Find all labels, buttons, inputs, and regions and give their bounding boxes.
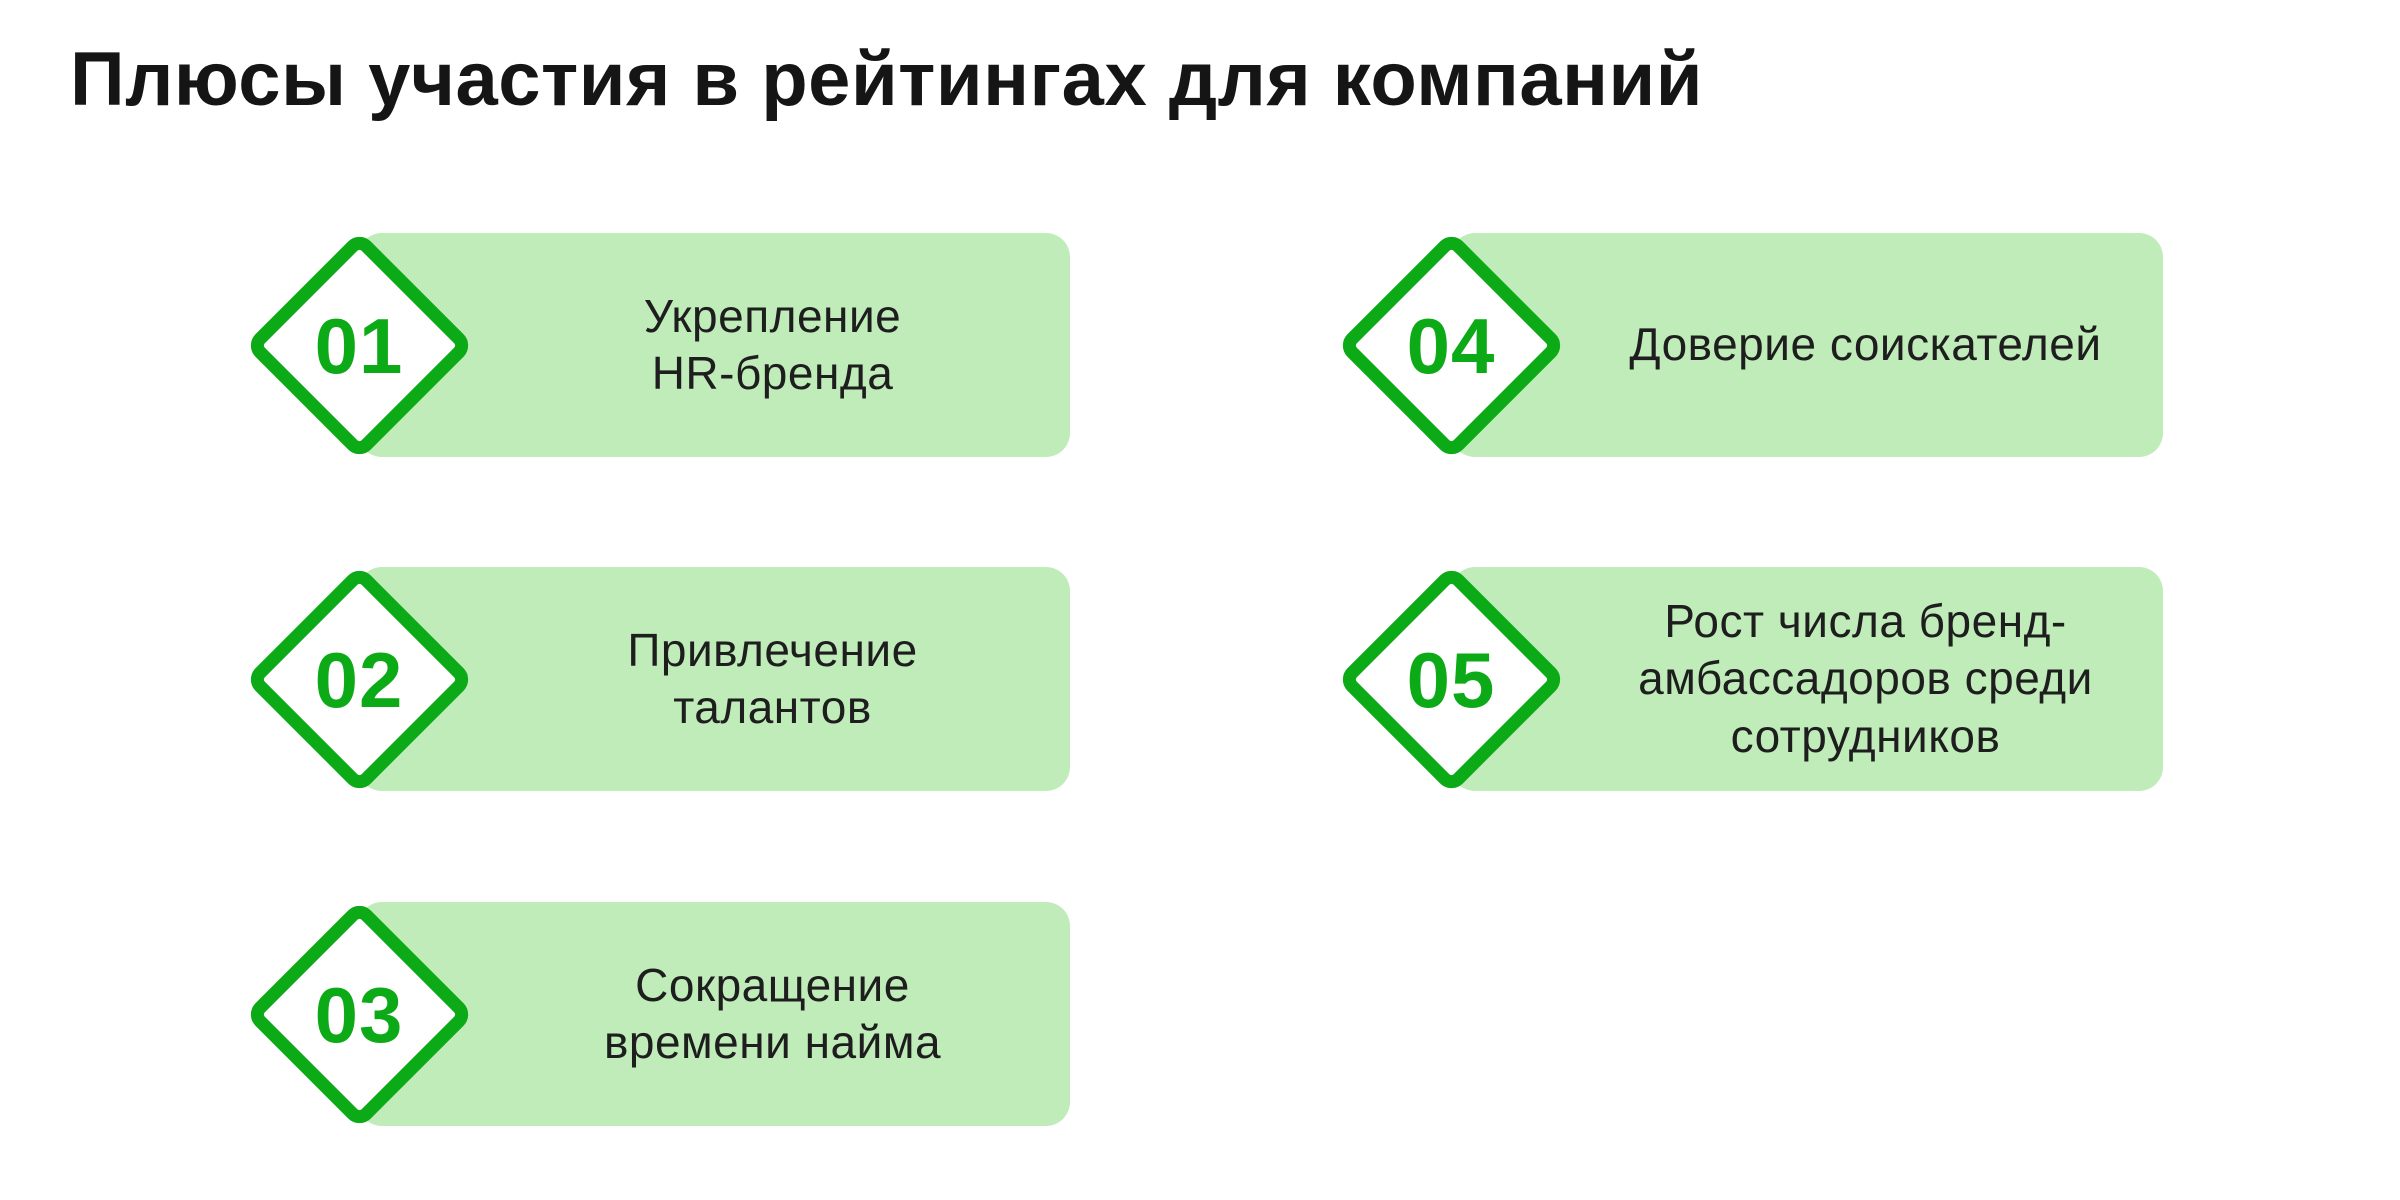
benefit-text-3: Сокращение времени найма xyxy=(603,958,942,1069)
benefit-number-3: 03 xyxy=(315,970,404,1059)
benefit-card-2: Привлечение талантов xyxy=(358,567,1070,791)
benefit-card-1: Укрепление HR-бренда xyxy=(358,233,1070,457)
page-title: Плюсы участия в рейтингах для компаний xyxy=(70,37,1703,122)
benefit-text-2: Привлечение талантов xyxy=(627,623,918,734)
benefit-number-4: 04 xyxy=(1407,301,1496,390)
benefit-card-4: Доверие соискателей xyxy=(1451,233,2163,457)
benefit-number-1: 01 xyxy=(315,301,404,390)
benefit-text-4: Доверие соискателей xyxy=(1629,318,2102,371)
benefit-card-5: Рост числа бренд- амбассадоров среди сот… xyxy=(1451,567,2163,791)
benefit-number-2: 02 xyxy=(315,635,404,724)
benefit-text-1: Укрепление HR-бренда xyxy=(643,289,902,400)
benefit-number-5: 05 xyxy=(1407,635,1496,724)
benefit-card-3: Сокращение времени найма xyxy=(358,902,1070,1126)
benefit-text-5: Рост числа бренд- амбассадоров среди сот… xyxy=(1638,594,2093,762)
